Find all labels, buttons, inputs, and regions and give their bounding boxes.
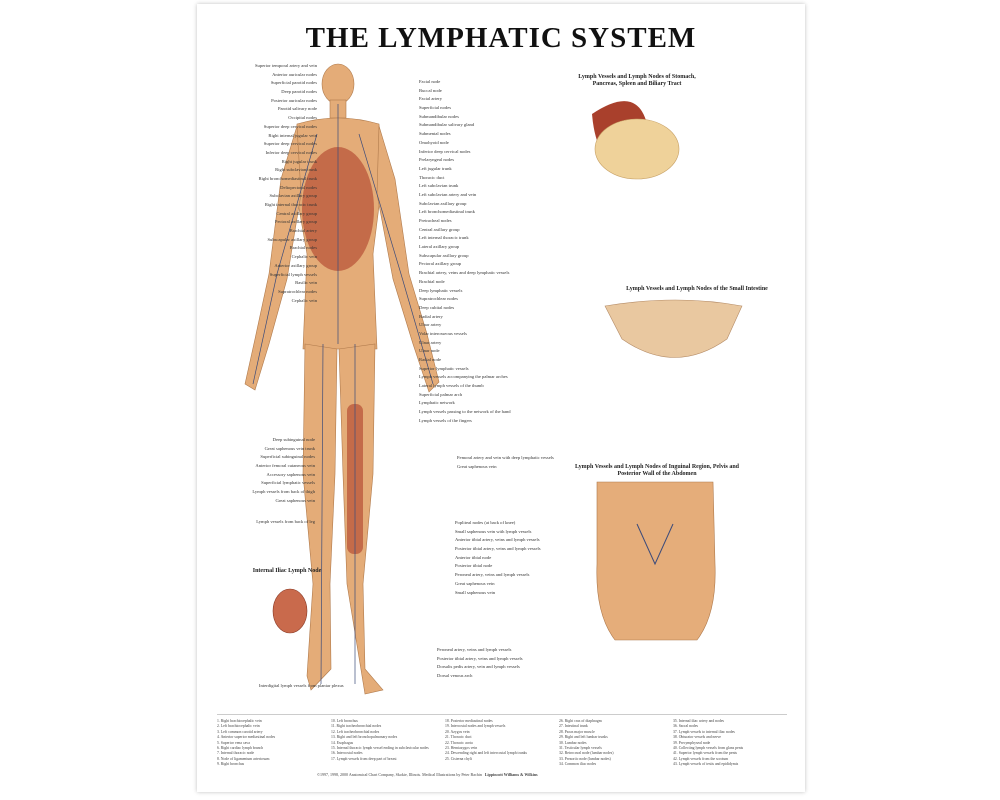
stomach-inset-title: Lymph Vessels and Lymph Nodes of Stomach… <box>578 74 696 87</box>
stomach-illustration <box>592 101 680 180</box>
legend-item: 15. Internal thoracic lymph vessel endin… <box>331 746 429 751</box>
legend-item: 7. Internal thoracic node <box>217 751 255 756</box>
legend-item: 43. Lymph vessels of testis and epididym… <box>673 762 739 767</box>
pelvis-inset-title: Lymph Vessels and Lymph Nodes of Inguina… <box>574 464 740 477</box>
legend-item: 1. Right brachiocephalic vein <box>217 719 262 723</box>
intestine-inset-title: Lymph Vessels and Lymph Nodes of the Sma… <box>626 286 768 292</box>
legend-item: 20. Azygos vein <box>445 729 470 734</box>
leg-right-labels-top: Femoral artery and vein with deep lympha… <box>457 455 554 469</box>
legend-item: 4. Anterior superior mediastinal nodes <box>217 735 276 740</box>
legend-item: 9. Right bronchus <box>217 762 245 767</box>
legend-item: 19. Intercostal nodes and lymph vessels <box>445 724 506 729</box>
legend-item: 5. Superior vena cava <box>217 740 250 745</box>
poster-title: THE LYMPHATIC SYSTEM <box>305 22 697 54</box>
body-figure <box>244 63 743 695</box>
legend-item: 22. Thoracic aorta <box>445 740 473 745</box>
small-intestine-illustration <box>604 299 743 358</box>
legend-item: 24. Descending right and left intercosta… <box>445 751 528 756</box>
legend-item: 3. Left common carotid artery <box>217 729 263 734</box>
legend-item: 21. Thoracic duct <box>445 735 472 740</box>
publisher-logo: Lippincott Williams & Wilkins <box>484 772 538 777</box>
legend-item: 8. Node of ligamentum arteriosum <box>217 756 270 761</box>
legend-item: 11. Right tracheobronchial nodes <box>331 724 382 729</box>
legend-item: 26. Right crus of diaphragm <box>559 719 602 723</box>
legend-item: 39. Precymphyseal node <box>673 740 711 745</box>
legend-item: 37. Lymph vessels to internal iliac node… <box>673 729 735 734</box>
legend-item: 18. Posterior mediastinal nodes <box>445 719 493 723</box>
legend-item: 32. Retrocaval node (lumbar nodes) <box>559 751 614 756</box>
legend-item: 36. Sacral nodes <box>673 724 698 729</box>
legend-item: 27. Intestinal trunk <box>559 724 588 729</box>
legend-item: 10. Left bronchus <box>331 719 358 723</box>
legend-item: 16. Intercostal nodes <box>331 751 363 756</box>
legend-item: 23. Hemiazygos vein <box>445 746 478 751</box>
legend-item: 41. Superior lymph vessels from the peni… <box>673 751 738 756</box>
legend-item: 35. Internal iliac artery and nodes <box>673 719 725 723</box>
credit-line: ©1997, 1998, 2000 Anatomical Chart Compa… <box>317 772 538 777</box>
foot-label: Interdigital lymph vessels from plantar … <box>259 683 344 688</box>
legend-item: 25. Cisterna chyli <box>445 756 472 761</box>
legend-item: 17. Lymph vessels from deep part of brea… <box>331 756 397 761</box>
legend-item: 6. Right cardiac lymph branch <box>217 746 264 751</box>
iliac-node-illustration <box>272 588 308 634</box>
legend-item: 33. Preaortic node (lumbar nodes) <box>559 756 611 761</box>
leg-right-labels: Popliteal nodes (at back of knee)Small s… <box>455 520 541 595</box>
iliac-inset-title: Internal Iliac Lymph Node <box>252 568 322 574</box>
legend-item: 13. Right and left bronchopulmonary node… <box>331 735 398 740</box>
poster: THE LYMPHATIC SYSTEM Superior temporal a… <box>197 4 805 792</box>
legend-item: 30. Lumbar nodes <box>559 740 587 745</box>
legend-item: 14. Esophagus <box>331 740 354 745</box>
legend-item: 34. Common iliac nodes <box>559 762 597 767</box>
legend-item: 42. Lymph vessels from the scrotum <box>673 756 729 761</box>
legend-item: 31. Testicular lymph vessels <box>559 746 602 751</box>
pelvis-illustration <box>596 481 716 641</box>
legend-item: 28. Psoas major muscle <box>559 729 595 734</box>
legend-item: 2. Left brachiocephalic vein <box>217 724 260 729</box>
legend-item: 29. Right and left lumbar trunks <box>559 735 608 740</box>
legend-item: 40. Collecting lymph vessels from glans … <box>673 746 744 751</box>
legend-item: 12. Left tracheobronchial nodes <box>331 729 380 734</box>
legend-item: 38. Obturator vessels and nerve <box>673 735 721 740</box>
foot-right-labels: Peroneal artery, veins and lymph vessels… <box>437 647 523 679</box>
